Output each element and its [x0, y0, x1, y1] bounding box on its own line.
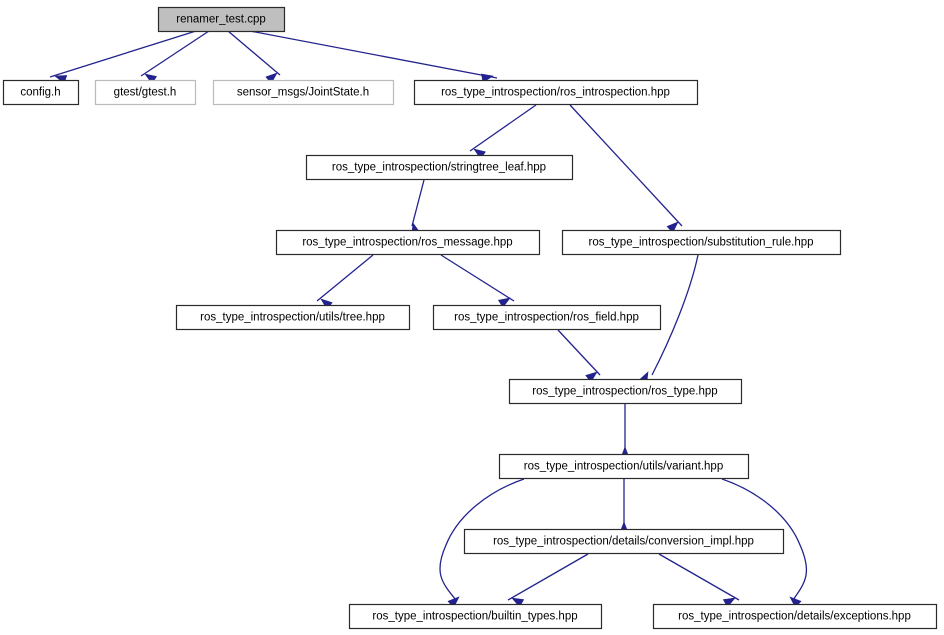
node-ros_message[interactable]: ros_type_introspection/ros_message.hpp [275, 229, 541, 256]
edge-line [316, 254, 374, 302]
node-stringtree_leaf[interactable]: ros_type_introspection/stringtree_leaf.h… [305, 154, 574, 181]
node-gtest[interactable]: gtest/gtest.h [94, 79, 197, 106]
node-utils_variant[interactable]: ros_type_introspection/utils/variant.hpp [498, 453, 750, 480]
edges-layer [49, 30, 808, 609]
node-box[interactable] [498, 453, 750, 480]
node-box[interactable] [413, 79, 699, 106]
node-box[interactable] [463, 528, 785, 555]
edge-stringtree_leaf-to-ros_message [411, 179, 425, 236]
edge-line [469, 104, 537, 152]
edge-line [651, 254, 699, 376]
node-renamer_test[interactable]: renamer_test.cpp [157, 6, 286, 33]
arrowhead-icon [497, 297, 511, 308]
node-config_h[interactable]: config.h [2, 79, 80, 106]
node-box[interactable] [275, 229, 541, 256]
edge-renamer_test-to-config_h [49, 30, 197, 84]
node-box[interactable] [508, 378, 743, 405]
node-builtin_types[interactable]: ros_type_introspection/builtin_types.hpp [348, 603, 603, 630]
edge-renamer_test-to-jointstate [227, 30, 281, 84]
edge-line [227, 30, 281, 76]
edge-conversion_impl-to-exceptions [658, 553, 740, 608]
edge-ros_message-to-ros_field [440, 254, 515, 308]
node-box[interactable] [94, 79, 197, 106]
edge-utils_variant-to-conversion_impl [619, 479, 629, 534]
node-box[interactable] [2, 79, 80, 106]
node-utils_tree[interactable]: ros_type_introspection/utils/tree.hpp [175, 304, 411, 331]
edge-line [507, 553, 589, 601]
edge-line [557, 329, 601, 376]
edge-ros_introspection-to-stringtree_leaf [469, 104, 537, 160]
edge-ros_message-to-utils_tree [316, 254, 374, 310]
edge-line [439, 478, 525, 601]
edge-ros_type-to-utils_variant [620, 404, 630, 459]
edge-line [249, 30, 498, 79]
node-box[interactable] [432, 304, 662, 331]
edge-line [721, 478, 808, 601]
edge-renamer_test-to-gtest [140, 30, 210, 85]
node-box[interactable] [305, 154, 574, 181]
edge-line [140, 30, 210, 77]
node-ros_introspection[interactable]: ros_type_introspection/ros_introspection… [413, 79, 699, 106]
node-ros_type[interactable]: ros_type_introspection/ros_type.hpp [508, 378, 743, 405]
node-conversion_impl[interactable]: ros_type_introspection/details/conversio… [463, 528, 785, 555]
node-box[interactable] [348, 603, 603, 630]
edge-line [411, 179, 425, 227]
node-box[interactable] [212, 79, 395, 106]
node-box[interactable] [157, 6, 286, 33]
node-exceptions[interactable]: ros_type_introspection/details/exception… [652, 603, 938, 630]
node-box[interactable] [175, 304, 411, 331]
edge-ros_introspection-to-substitution_rule [569, 104, 683, 234]
edge-line [569, 104, 683, 227]
edge-conversion_impl-to-builtin_types [507, 553, 589, 608]
edge-line [49, 30, 197, 78]
node-substitution_rule[interactable]: ros_type_introspection/substitution_rule… [561, 229, 842, 256]
arrowhead-icon [585, 371, 598, 383]
node-box[interactable] [561, 229, 842, 256]
nodes-layer: renamer_test.cpp config.h gtest/gtest.h sen… [2, 6, 938, 630]
node-box[interactable] [652, 603, 938, 630]
edge-line [440, 254, 515, 302]
arrowhead-icon [666, 221, 679, 234]
node-ros_field[interactable]: ros_type_introspection/ros_field.hpp [432, 304, 662, 331]
edge-renamer_test-to-ros_introspection [249, 30, 498, 83]
edge-line [658, 553, 740, 601]
edge-ros_field-to-ros_type [557, 329, 601, 383]
node-jointstate[interactable]: sensor_msgs/JointState.h [212, 79, 395, 106]
